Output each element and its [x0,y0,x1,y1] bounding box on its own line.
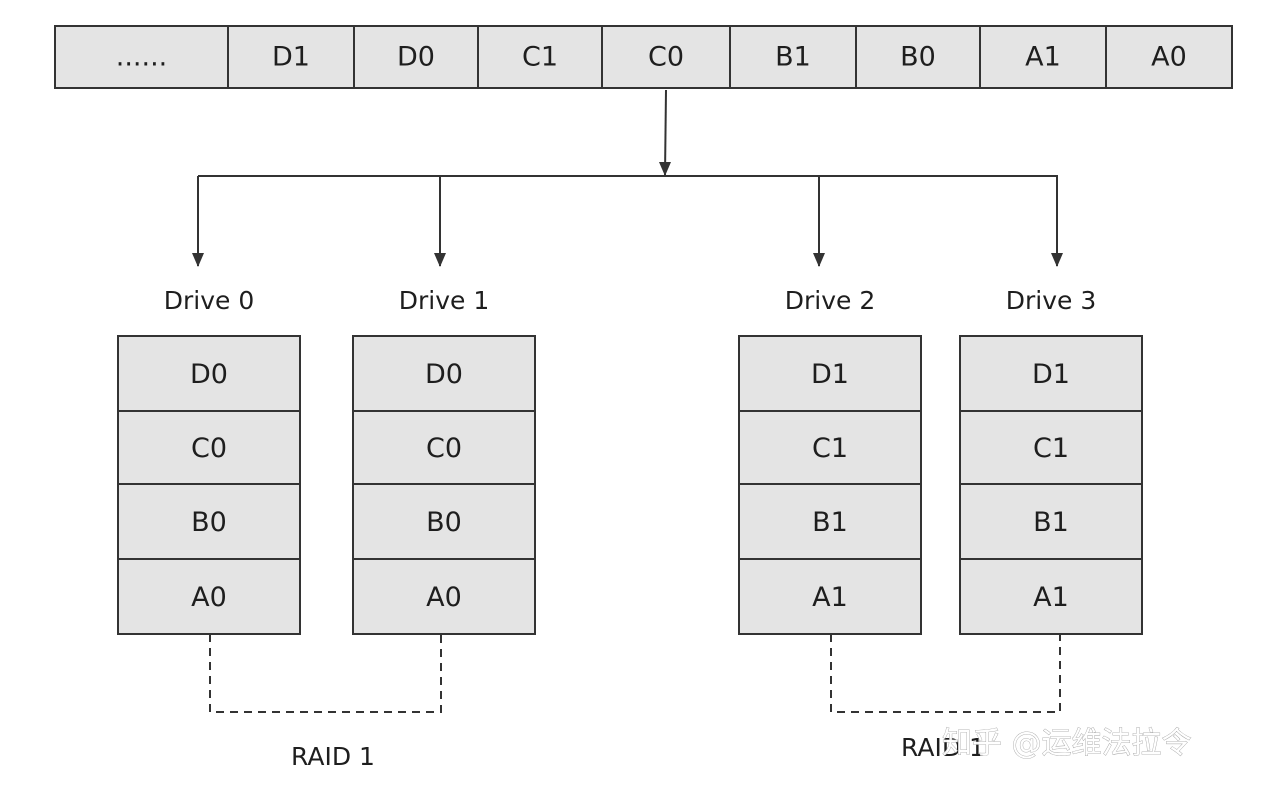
drive-block-cell [352,483,536,560]
stream-block-cell [353,25,479,89]
drive-block-label: B1 [1033,507,1069,538]
drive-block-label: A1 [1033,582,1069,613]
mirror-group-1: RAID 1 [830,634,1061,762]
stream-block: B1 [729,25,857,89]
stream-block: B0 [855,25,981,89]
stream-block: ...... [54,25,229,89]
stream-block-label: B1 [775,42,811,73]
drive-block-label: B0 [191,507,227,538]
drive-label: Drive 2 [785,286,876,315]
data-stream: ...... D1 D0 C1 C0 B1 B0 A1 A0 [54,25,1233,89]
stream-block: A1 [979,25,1107,89]
drive-block-cell [352,410,536,485]
drive-block-cell [738,410,922,485]
drive-block-cell [117,483,301,560]
drive-block-label: C0 [191,433,227,464]
drive-block-cell [738,335,922,412]
stream-block: C1 [477,25,603,89]
drive-block-label: C1 [812,433,848,464]
drive-block-cell [117,335,301,412]
drive-block-cell [352,335,536,412]
mirror-group-label: RAID 1 [901,733,985,762]
drive-block-label: C1 [1033,433,1069,464]
drive-block-label: D0 [425,359,463,390]
drive-block-cell [352,558,536,635]
stream-block-cell [1105,25,1233,89]
stream-block-cell [979,25,1107,89]
drive-label: Drive 3 [1006,286,1097,315]
mirror-group-label: RAID 1 [291,742,375,771]
stream-block: A0 [1105,25,1233,89]
drive-block-label: D1 [1032,359,1070,390]
stream-block-label: D1 [272,42,310,73]
drive-block-label: C0 [426,433,462,464]
drive-block-cell [959,335,1143,412]
drive-block-label: A0 [426,582,462,613]
drive-block-cell [959,558,1143,635]
drive-block-cell [117,558,301,635]
drive-block-label: B1 [812,507,848,538]
stream-block-cell [729,25,857,89]
stream-block: D0 [353,25,479,89]
mirror-bracket [830,634,1061,713]
stream-block-label: A1 [1025,42,1061,73]
mirror-group-0: RAID 1 [209,634,442,771]
drive-block-cell [117,410,301,485]
drive-block-cell [738,558,922,635]
trunk-arrow [659,89,671,176]
stream-block-label: A0 [1151,42,1187,73]
mirror-bracket [209,634,442,713]
stream-block-label: B0 [900,42,936,73]
mirror-groups: RAID 1 RAID 1 [209,634,1061,771]
stream-block-cell [54,25,229,89]
drive-block-label: D1 [811,359,849,390]
stream-block-cell [855,25,981,89]
stream-block-label: C0 [648,42,684,73]
watermark: 知乎 @运维法拉令 [942,726,1192,761]
stream-block: D1 [227,25,355,89]
stream-block-label: ...... [116,42,168,73]
stream-block-cell [601,25,731,89]
stream-block: C0 [601,25,731,89]
drive-block-cell [738,483,922,560]
drive-label: Drive 0 [164,286,255,315]
drive-block-label: B0 [426,507,462,538]
drive-block-label: D0 [190,359,228,390]
stream-block-label: C1 [522,42,558,73]
distribution-connectors [192,89,1063,267]
drive-block-label: A1 [812,582,848,613]
stream-block-cell [227,25,355,89]
stream-block-label: D0 [397,42,435,73]
drive-label: Drive 1 [399,286,490,315]
drive-block-label: A0 [191,582,227,613]
